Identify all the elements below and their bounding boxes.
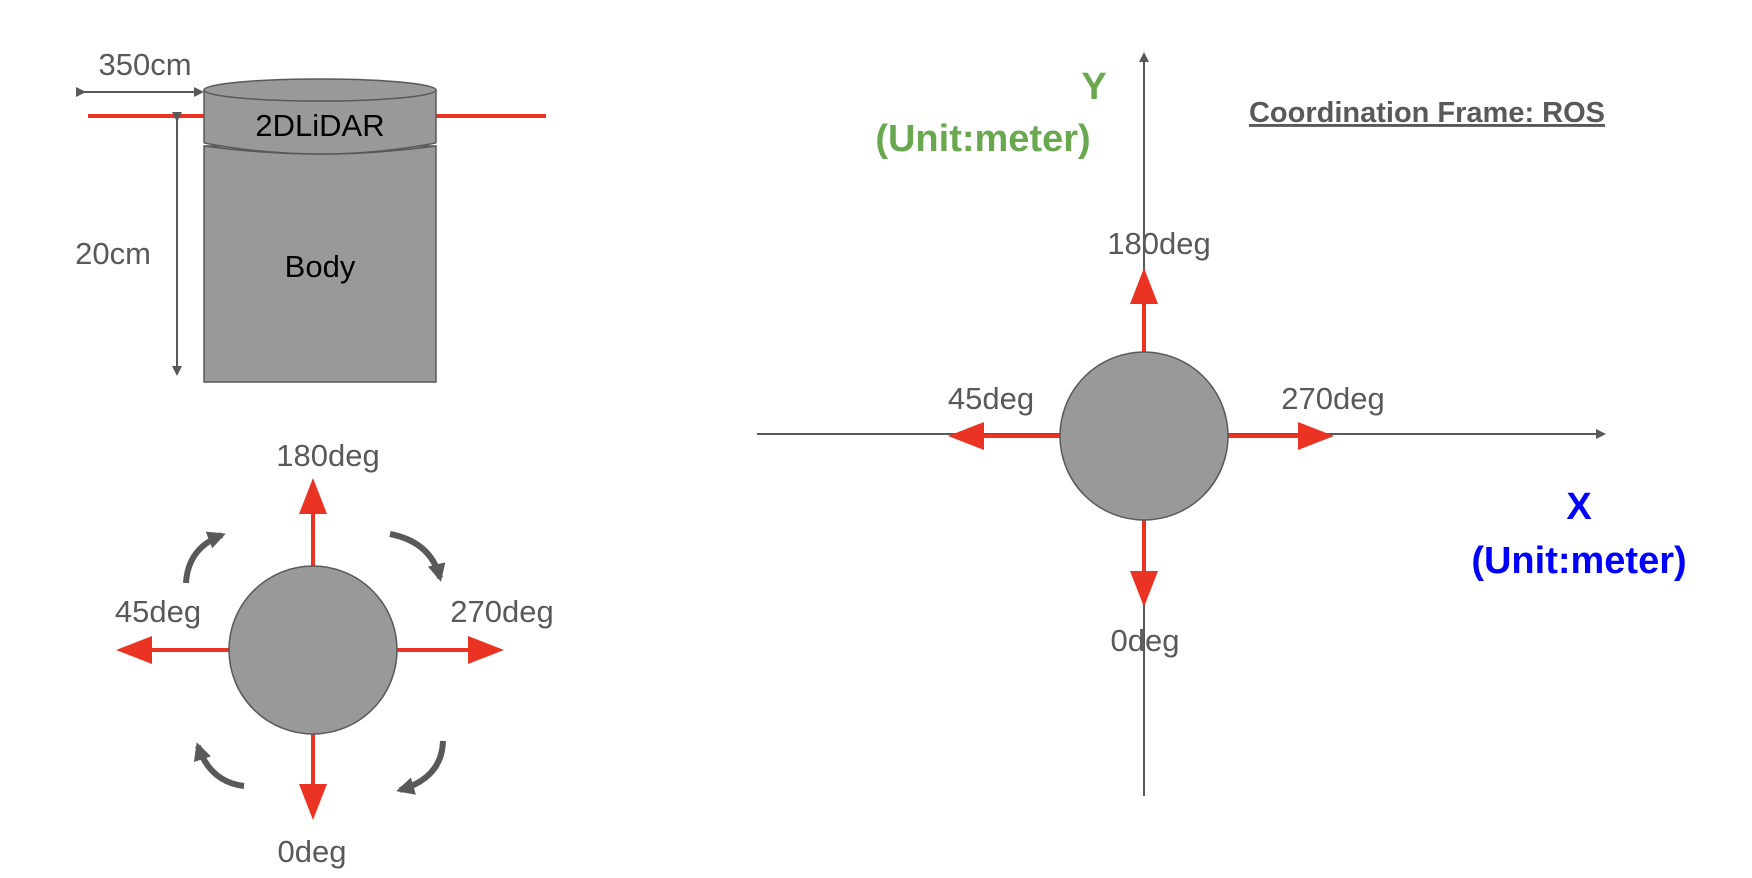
body-label: Body — [285, 249, 356, 284]
x-axis-name: X — [1566, 486, 1592, 528]
top-view-left-label: 45deg — [115, 594, 201, 629]
top-view-down-label: 0deg — [278, 834, 347, 869]
rotation-arrow-bottom-left-icon — [193, 742, 245, 789]
lidar-label: 2DLiDAR — [255, 108, 384, 143]
frame-arrow-down — [1130, 520, 1158, 607]
frame-left-label: 45deg — [948, 381, 1034, 416]
body-cylinder — [203, 145, 437, 383]
top-view-arrow-right — [397, 636, 504, 664]
rotation-arrow-bottom-right-icon — [396, 740, 446, 795]
frame-arrow-left — [948, 422, 1060, 450]
y-axis-unit: (Unit:meter) — [875, 118, 1090, 160]
ros-coordinate-frame: 180deg 45deg 270deg 0deg Y (Unit:meter) … — [757, 52, 1687, 796]
frame-up-label: 180deg — [1107, 226, 1210, 261]
frame-down-label: 0deg — [1111, 623, 1180, 658]
frame-arrow-right — [1228, 422, 1334, 450]
width-label: 350cm — [98, 47, 191, 82]
frame-arrow-up — [1130, 268, 1158, 352]
top-view-arrow-down — [299, 733, 327, 820]
top-view-right-label: 270deg — [450, 594, 553, 629]
frame-right-label: 270deg — [1281, 381, 1384, 416]
rotation-arrow-top-left-icon — [183, 531, 226, 584]
top-view-robot-body — [228, 565, 398, 735]
top-view: 180deg 45deg 270deg 0deg — [115, 438, 554, 869]
top-view-arrow-up — [299, 478, 327, 567]
rotation-arrow-top-right-icon — [389, 531, 446, 582]
lidar-cylinder — [203, 78, 437, 155]
height-label: 20cm — [75, 236, 151, 271]
top-view-up-label: 180deg — [276, 438, 379, 473]
frame-title: Coordination Frame: ROS — [1249, 97, 1605, 129]
side-view: 2DLiDAR Body 350cm 20cm — [75, 47, 546, 383]
y-axis-name: Y — [1081, 66, 1106, 108]
top-view-arrow-left — [116, 636, 230, 664]
frame-robot-body — [1059, 351, 1229, 521]
x-axis-unit: (Unit:meter) — [1471, 540, 1686, 582]
